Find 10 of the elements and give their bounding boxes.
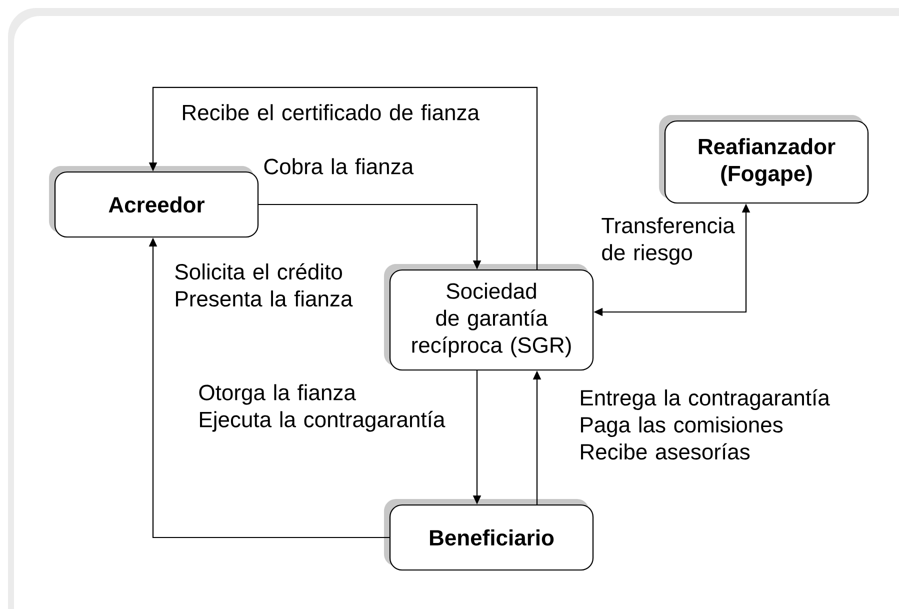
process-box: Acreedor: [49, 166, 259, 238]
process-box: Sociedad de garantía recíproca (SGR): [384, 264, 594, 371]
edge-label: Transferencia de riesgo: [602, 217, 735, 265]
edge-label: Recibe el certificado de fianza: [183, 104, 480, 120]
process-box: Reafianzador (Fogape): [659, 115, 869, 204]
edge-label: Entrega la contragarantía Paga las comisiones Recibe asesorías: [581, 389, 830, 460]
edge-label: Solicita el crédito Presenta la fianza: [175, 263, 353, 307]
process-box: Beneficiario: [384, 499, 594, 571]
edge-label: Otorga la fianza Ejecuta la contragarantía: [199, 384, 446, 432]
edge-label: Cobra la fianza: [264, 158, 414, 174]
